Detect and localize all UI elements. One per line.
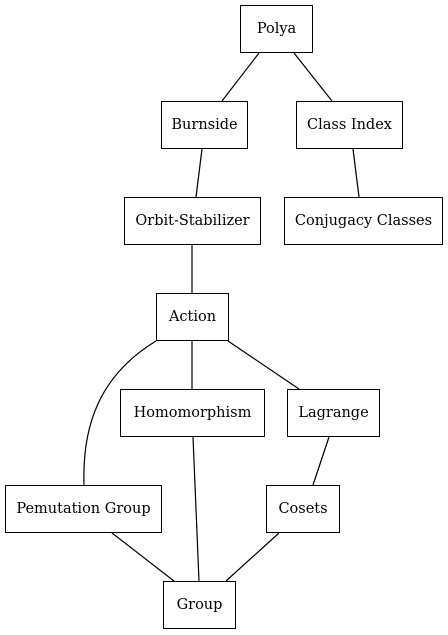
edge-polya-burnside <box>221 52 260 102</box>
edge-cosets-group <box>225 532 280 582</box>
edge-homomorphism-group <box>192 436 200 582</box>
node-cosets: Cosets <box>266 485 340 533</box>
edge-action-lagrange <box>227 340 300 390</box>
edge-polya-class-index <box>293 52 333 102</box>
node-orbit-stabilizer: Orbit-Stabilizer <box>124 197 261 245</box>
node-polya: Polya <box>240 5 313 53</box>
node-burnside: Burnside <box>161 101 248 149</box>
node-lagrange: Lagrange <box>287 389 380 437</box>
edge-lagrange-cosets <box>312 436 330 486</box>
edge-action-permutation-group <box>83 340 157 486</box>
node-action: Action <box>156 293 229 341</box>
node-group: Group <box>163 581 236 629</box>
edge-class-index-conjugacy-classes <box>352 148 360 198</box>
node-class-index: Class Index <box>296 101 403 149</box>
edge-permutation-group-group <box>111 532 175 582</box>
node-permutation-group: Pemutation Group <box>5 485 162 533</box>
node-conjugacy-classes: Conjugacy Classes <box>284 197 443 245</box>
edge-burnside-orbit-stabilizer <box>195 148 203 198</box>
node-homomorphism: Homomorphism <box>120 389 265 437</box>
